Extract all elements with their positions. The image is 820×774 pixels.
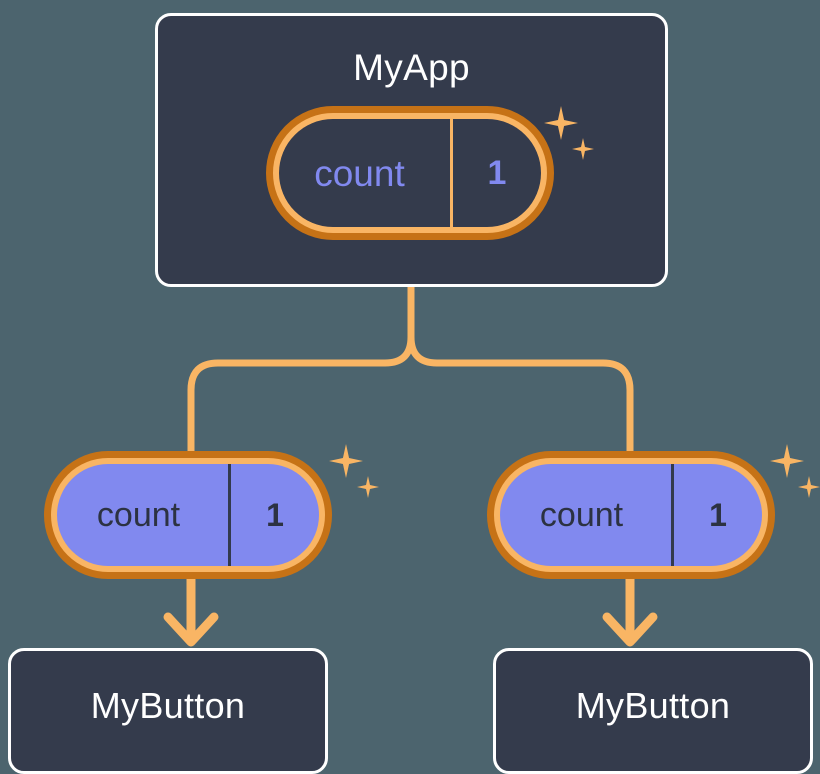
component-title-mybutton-right: MyButton [575, 685, 731, 726]
state-pill-body: count 1 [57, 464, 319, 566]
state-key-label: count [96, 496, 181, 534]
component-title-myapp: MyApp [353, 47, 470, 88]
state-value-label: 1 [487, 154, 507, 192]
state-pill-child-left[interactable]: count 1 [44, 451, 332, 579]
state-pill-divider [450, 119, 453, 227]
state-value-label: 1 [709, 497, 727, 533]
state-pill-ring: count 1 [44, 451, 332, 579]
state-key-label: count [539, 496, 624, 534]
component-card-mybutton-left[interactable]: MyButton [8, 648, 328, 774]
sparkle-icon-child-left [325, 442, 395, 512]
state-pill-child-right[interactable]: count 1 [487, 451, 775, 579]
fork-connector-icon [407, 283, 634, 459]
state-pill-body: count 1 [500, 464, 762, 566]
state-value-label: 1 [266, 497, 284, 533]
state-pill-myapp[interactable]: count 1 [266, 106, 554, 240]
sparkle-icon-small [357, 476, 379, 498]
arrow-down-icon-right [602, 575, 658, 647]
state-pill-divider [671, 464, 674, 566]
state-pill-ring: count 1 [266, 106, 554, 240]
component-card-mybutton-right[interactable]: MyButton [493, 648, 813, 774]
sparkle-icon-large [329, 444, 363, 478]
state-pill-body: count 1 [279, 119, 541, 227]
state-pill-ring: count 1 [487, 451, 775, 579]
fork-connector-left-branch-icon [187, 333, 415, 459]
state-pill-divider [228, 464, 231, 566]
sparkle-icon-small [798, 476, 820, 498]
sparkle-icon-large [770, 444, 804, 478]
state-key-label: count [314, 152, 405, 194]
component-title-mybutton-left: MyButton [90, 685, 246, 726]
arrow-down-icon-left [163, 575, 219, 647]
